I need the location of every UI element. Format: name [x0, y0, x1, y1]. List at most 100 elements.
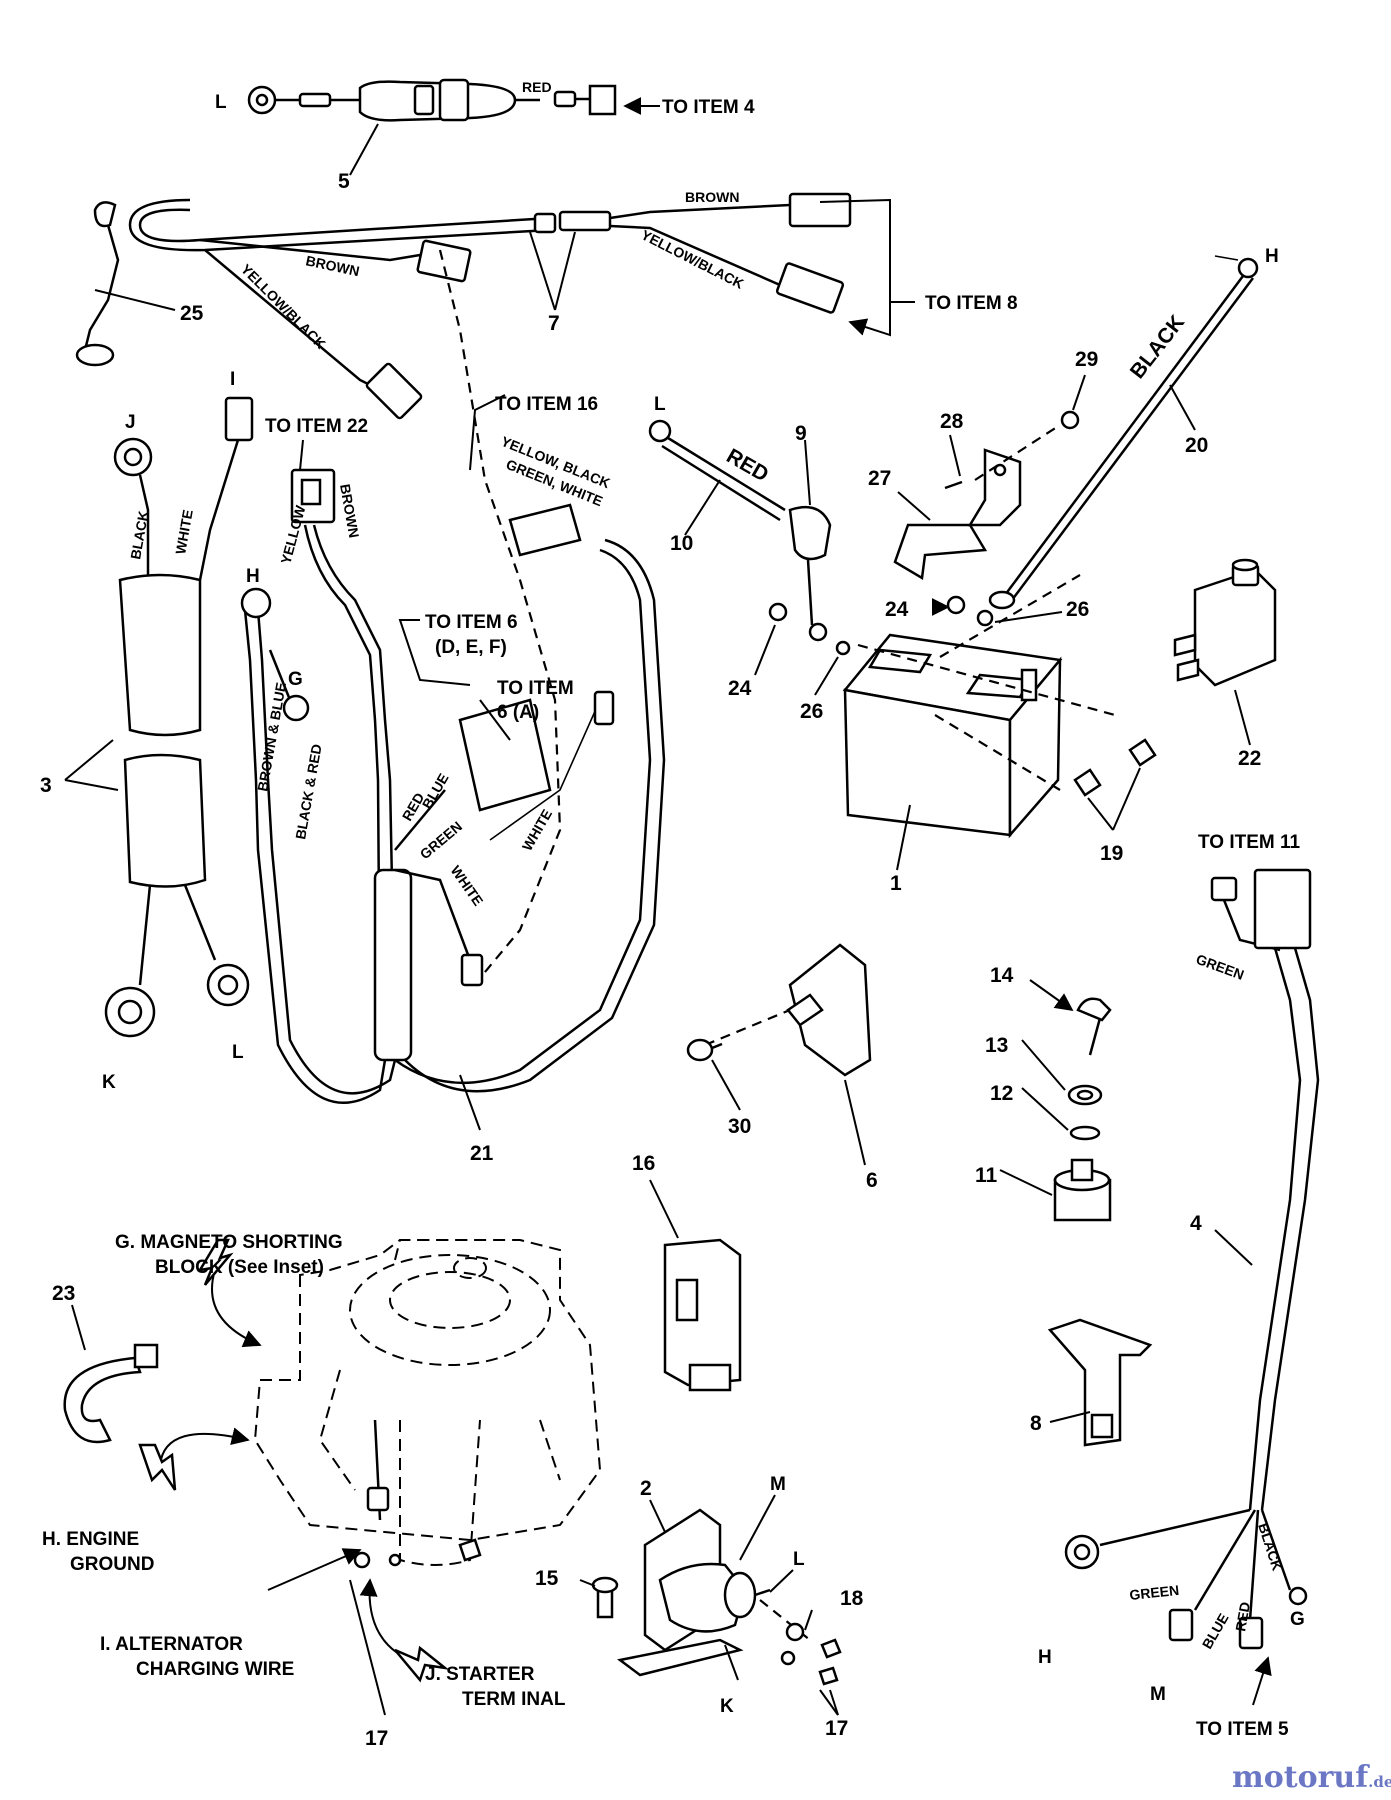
callout-14: 14 — [990, 964, 1014, 987]
nut-washer-parts — [768, 595, 994, 656]
callout-26b: 26 — [1066, 598, 1089, 621]
wire-label-yellow-black-left: YELLOW/BLACK — [238, 261, 329, 352]
letter-h-top: H — [1265, 246, 1279, 267]
wire-label-blue-bottom: BLUE — [1199, 1610, 1232, 1651]
note-j-line2: TERM INAL — [462, 1689, 566, 1710]
callout-24a: 24 — [728, 677, 752, 700]
callout-10: 10 — [670, 532, 693, 555]
letter-i: I — [230, 369, 235, 390]
note-j-line1: J. STARTER — [425, 1664, 535, 1685]
wire-label-red-bottom: RED — [1232, 1601, 1253, 1633]
wire-label-white-3: WHITE — [172, 508, 196, 555]
wire-label-red-cable: RED — [723, 444, 773, 486]
svg-text:motoruf.de: motoruf.de — [1232, 1760, 1391, 1795]
wire-label-brown-right: BROWN — [685, 189, 739, 205]
ref-to-item-11: TO ITEM 11 — [1198, 832, 1301, 853]
watermark-suffix: .de — [1368, 1773, 1391, 1791]
callout-25: 25 — [180, 302, 204, 325]
callout-30: 30 — [728, 1115, 751, 1138]
letter-m-solenoid: M — [770, 1474, 786, 1495]
note-g-line2: BLOCK (See Inset) — [155, 1257, 324, 1278]
note-h-line2: GROUND — [70, 1554, 154, 1575]
red-cable-part — [648, 419, 832, 642]
ref-to-item-6a: TO ITEM — [497, 678, 574, 699]
solenoid-part — [591, 1508, 842, 1686]
battery-hold-down-part — [893, 410, 1080, 581]
ref-to-item-4: TO ITEM 4 — [662, 97, 755, 118]
screws-part — [1073, 738, 1157, 797]
letter-l-cable: L — [232, 1042, 244, 1063]
wire-label-red-fuse: RED — [522, 79, 552, 95]
main-harness-part — [240, 249, 666, 1105]
watermark-text: motoruf — [1232, 1760, 1370, 1795]
callout-22: 22 — [1238, 747, 1261, 770]
connection-letters: L H L I J H G K L M L K H M G — [102, 92, 1305, 1717]
engine-notes: G. MAGNETO SHORTING BLOCK (See Inset) H.… — [42, 1232, 566, 1710]
seat-switch-part — [1173, 558, 1277, 687]
callout-29: 29 — [1075, 348, 1098, 371]
callout-19: 19 — [1100, 842, 1123, 865]
callout-20: 20 — [1185, 434, 1208, 457]
wire-label-white-harness-1: WHITE — [448, 863, 487, 909]
letter-g-right: G — [1290, 1609, 1305, 1630]
harness-top-part — [128, 192, 852, 420]
wire-label-blue-harness: BLUE — [419, 770, 452, 811]
clip-part — [75, 201, 120, 367]
letter-k-cable: K — [102, 1072, 116, 1093]
callout-15: 15 — [535, 1567, 559, 1590]
ref-to-item-8: TO ITEM 8 — [925, 293, 1018, 314]
callout-28: 28 — [940, 410, 964, 433]
wire-label-black-bottom: BLACK — [1255, 1521, 1285, 1573]
callout-9: 9 — [795, 422, 807, 445]
wire-label-green-bottom: GREEN — [1129, 1582, 1180, 1603]
callout-12: 12 — [990, 1082, 1013, 1105]
engine-outline-part — [253, 1239, 602, 1569]
callout-23: 23 — [52, 1282, 75, 1305]
cross-references: TO ITEM 4 TO ITEM 8 TO ITEM 16 TO ITEM 2… — [265, 97, 1301, 1740]
callout-2: 2 — [640, 1477, 652, 1500]
connector-plug-part — [704, 943, 872, 1077]
callout-6: 6 — [866, 1169, 878, 1192]
callout-24b: 24 — [885, 598, 909, 621]
callout-numbers: 5 7 25 3 21 9 10 24 26 24 26 1 19 27 28 … — [40, 170, 1261, 1750]
harness-right-part — [1064, 868, 1320, 1650]
wire-label-brown-22: BROWN — [337, 483, 362, 539]
tie-strap-part — [63, 1343, 159, 1444]
callout-18: 18 — [840, 1587, 864, 1610]
wire-label-green-harness: GREEN — [417, 818, 465, 862]
note-i-line1: I. ALTERNATOR — [100, 1634, 243, 1655]
callout-4: 4 — [1190, 1212, 1202, 1235]
callout-8: 8 — [1030, 1412, 1042, 1435]
wire-label-yellow-22: YELLOW — [277, 503, 308, 566]
ignition-switch-part — [1053, 997, 1112, 1222]
callout-1: 1 — [890, 872, 902, 895]
ref-to-item-6: TO ITEM 6 — [425, 612, 518, 633]
letter-k-solenoid: K — [720, 1696, 734, 1717]
fuse-holder-part — [247, 78, 617, 122]
ref-to-item-6-sub: (D, E, F) — [435, 637, 507, 658]
wire-label-green-right: GREEN — [1194, 951, 1246, 983]
note-h-line1: H. ENGINE — [42, 1529, 139, 1550]
callout-13: 13 — [985, 1034, 1008, 1057]
bracket-part — [1047, 1318, 1153, 1447]
watermark-logo: motoruf.de — [1232, 1760, 1391, 1795]
letter-m-right: M — [1150, 1684, 1166, 1705]
callout-17b: 17 — [825, 1717, 848, 1740]
letter-j: J — [125, 412, 136, 433]
wire-label-yellow-black-right: YELLOW/BLACK — [639, 226, 747, 291]
screw-30-part — [686, 1038, 723, 1062]
battery-part — [842, 574, 1116, 839]
letter-l-fuse: L — [215, 92, 227, 113]
black-cable-part — [988, 255, 1259, 610]
callout-27: 27 — [868, 467, 891, 490]
wire-label-black-red: BLACK & RED — [292, 743, 325, 841]
ref-to-item-5: TO ITEM 5 — [1196, 1719, 1289, 1740]
callout-11: 11 — [975, 1164, 998, 1187]
wire-label-white-harness-2: WHITE — [519, 806, 555, 853]
callout-5: 5 — [338, 170, 350, 193]
wire-label-black-cable: BLACK — [1126, 311, 1189, 383]
brake-switch-part — [663, 1238, 742, 1392]
note-i-line2: CHARGING WIRE — [136, 1659, 294, 1680]
ref-to-item-16: TO ITEM 16 — [495, 394, 598, 415]
